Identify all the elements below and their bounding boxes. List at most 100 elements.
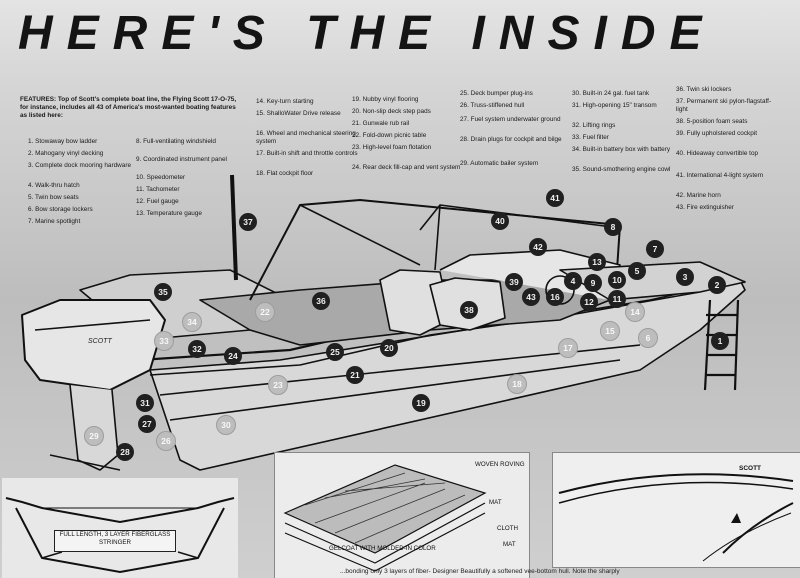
callout-43: 43 [522,288,540,306]
feature-item: 16. Wheel and mechanical steering system [256,130,356,145]
feature-item: 33. Fuel filter [572,134,609,141]
hull-detail-panel: SCOTT [552,452,800,568]
stringer-cross-section-drawing [5,497,235,574]
callout-20: 20 [380,339,398,357]
feature-item: 18. Flat cockpit floor [256,170,314,177]
feature-item: 36. Twin ski lockers [676,86,732,93]
callout-2: 2 [708,276,726,294]
callout-11: 11 [608,290,626,308]
feature-item: 14. Key-turn starting [256,98,314,105]
callout-37: 37 [239,213,257,231]
callout-10: 10 [608,271,626,289]
features-intro: FEATURES: Top of Scott's complete boat l… [20,96,237,119]
feature-item: 23. High-level foam flotation [352,144,432,151]
feature-item: 34. Built-in battery box with battery [572,146,671,153]
feature-item: 31. High-opening 15" transom [572,102,657,109]
callout-13: 13 [588,253,606,271]
feature-item: 5. Twin bow seats [28,194,79,201]
callout-5: 5 [628,262,646,280]
callout-23: 23 [268,375,288,395]
callout-21: 21 [346,366,364,384]
feature-item: 8. Full-ventilating windshield [136,138,216,145]
feature-item: 32. Lifting rings [572,122,616,129]
feature-item: 27. Fuel system underwater ground [460,116,561,123]
hull-logo: SCOTT [739,465,762,472]
callout-7: 7 [646,240,664,258]
bottom-caption: ...bonding only 3 layers of fiber- Desig… [340,568,620,575]
callout-15: 15 [600,321,620,341]
stringer-cross-section-panel: FULL LENGTH, 3 LAYER FIBERGLASS STRINGER [2,478,238,578]
feature-item: 13. Temperature gauge [136,210,202,217]
feature-item: 19. Nubby vinyl flooring [352,96,419,103]
feature-item: 35. Sound-smothering engine cowl [572,166,671,173]
callout-33: 33 [154,331,174,351]
feature-item: 10. Speedometer [136,174,186,181]
callout-9: 9 [584,274,602,292]
feature-item: 15. ShalloWater Drive release [256,110,341,117]
callout-31: 31 [136,394,154,412]
callout-24: 24 [224,347,242,365]
feature-item: 39. Fully upholstered cockpit [676,130,757,137]
callout-38: 38 [460,301,478,319]
callout-28: 28 [116,443,134,461]
feature-item: 21. Gunwale rub rail [352,120,410,127]
feature-item: 4. Walk-thru hatch [28,182,80,189]
feature-item: 2. Mahogany vinyl decking [28,150,104,157]
feature-item: 22. Fold-down picnic table [352,132,427,139]
engine-brand: SCOTT [88,338,112,345]
callout-1: 1 [711,332,729,350]
feature-item: 24. Rear deck fill-cap and vent system [352,164,461,171]
feature-item: 38. 5-position foam seats [676,118,748,125]
feature-item: 7. Marine spotlight [28,218,81,225]
feature-item: 1. Stowaway bow ladder [28,138,98,145]
callout-17: 17 [558,338,578,358]
stringer-label: FULL LENGTH, 3 LAYER FIBERGLASS STRINGER [54,530,176,552]
callout-8: 8 [604,218,622,236]
callout-29: 29 [84,426,104,446]
features-list: FEATURES: Top of Scott's complete boat l… [20,86,780,258]
feature-item: 29. Automatic bailer system [460,160,539,167]
callout-26: 26 [156,431,176,451]
callout-35: 35 [154,283,172,301]
feature-item: 37. Permanent ski pylon-flagstaff-light [676,98,772,113]
feature-item: 40. Hideaway convertible top [676,150,759,157]
feature-item: 20. Non-slip deck step pads [352,108,431,115]
fiberglass-layers-drawing [283,464,487,572]
callout-22: 22 [255,302,275,322]
feature-item: 25. Deck bumper plug-ins [460,90,533,97]
feature-item: 30. Built-in 24 gal. fuel tank [572,90,650,97]
callout-34: 34 [182,312,202,332]
callout-19: 19 [412,394,430,412]
page-headline: HERE'S THE INSIDE [18,7,716,60]
callout-39: 39 [505,273,523,291]
layer-cloth-label: CLOTH [497,525,518,532]
callout-32: 32 [188,340,206,358]
feature-item: 28. Drain plugs for cockpit and bilge [460,136,562,143]
feature-item: 9. Coordinated instrument panel [136,156,227,163]
feature-item: 26. Truss-stiffened hull [460,102,525,109]
callout-40: 40 [491,212,509,230]
feature-item: 41. International 4-light system [676,172,764,179]
layer-mat-label-2: MAT [503,541,516,548]
callout-16: 16 [546,288,564,306]
callout-6: 6 [638,328,658,348]
feature-item: 3. Complete dock mooring hardware [28,162,132,169]
callout-36: 36 [312,292,330,310]
callout-4: 4 [564,272,582,290]
callout-14: 14 [625,302,645,322]
hull-detail-drawing [558,473,794,562]
feature-item: 17. Built-in shift and throttle controls [256,150,358,157]
callout-30: 30 [216,415,236,435]
feature-item: 12. Fuel gauge [136,198,179,205]
feature-item: 43. Fire extinguisher [676,204,734,211]
callout-25: 25 [326,343,344,361]
layer-mat-label: MAT [489,499,502,506]
callout-41: 41 [546,189,564,207]
callout-18: 18 [507,374,527,394]
callout-42: 42 [529,238,547,256]
layer-woven-roving-label: WOVEN ROVING [475,461,525,468]
callout-12: 12 [580,293,598,311]
boat-cutaway-illustration: SCOTT [21,174,746,471]
callout-27: 27 [138,415,156,433]
